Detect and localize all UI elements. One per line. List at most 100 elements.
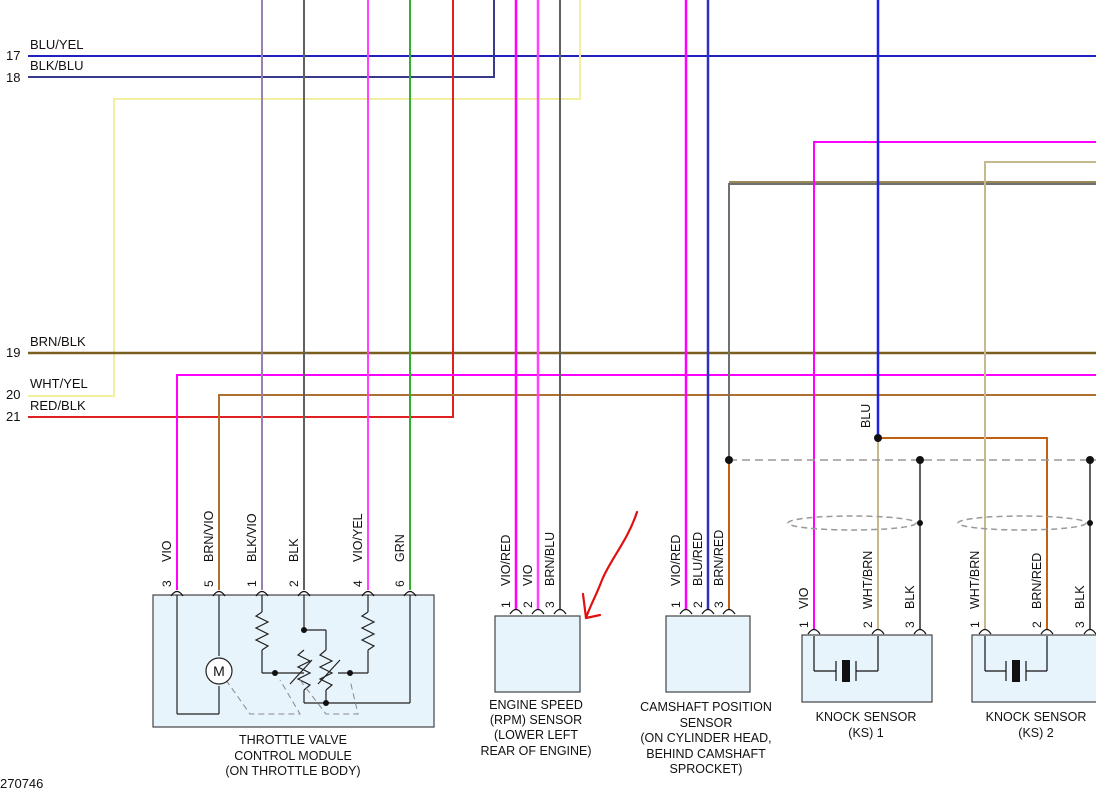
knock2-box — [971, 634, 1096, 703]
cam-caption-5: SPROCKET) — [670, 762, 743, 776]
rpm-caption-1: ENGINE SPEED — [489, 698, 583, 712]
knock2-crystal-symbol — [984, 636, 1048, 681]
throttle-pin-num-3: 1 — [245, 580, 259, 587]
wire-label-21: RED/BLK — [30, 398, 86, 413]
figure-id: 270746 — [0, 776, 43, 791]
wire-ks1-vio — [813, 141, 1096, 630]
rpm-pin-color-3: BRN/BLU — [543, 532, 557, 586]
wire-20-wht-yel — [28, 0, 581, 397]
knock2-pin-num-1: 1 — [968, 621, 982, 628]
cam-pin-num-1: 1 — [669, 601, 683, 608]
wire-18-blk-blu — [28, 0, 495, 78]
junction-label-blu: BLU — [859, 404, 873, 428]
rpm-caption-4: REAR OF ENGINE) — [480, 744, 591, 758]
wire-21-red-blk — [28, 0, 454, 418]
knock2-pin-color-3: BLK — [1073, 585, 1087, 609]
cam-pin-num-3: 3 — [712, 601, 726, 608]
cam-caption-2: SENSOR — [680, 716, 733, 730]
throttle-caption-1: THROTTLE VALVE — [239, 733, 347, 747]
knock1-connector-arcs — [807, 628, 927, 635]
junction-dot-2 — [916, 456, 924, 464]
shield-dot-ks1 — [917, 520, 923, 526]
throttle-pin-num-4: 2 — [287, 580, 301, 587]
knock2-connector-arcs — [978, 628, 1096, 635]
cam-connector-arcs — [679, 608, 736, 615]
throttle-pin-num-6: 6 — [393, 580, 407, 587]
rpm-caption-3: (LOWER LEFT — [494, 728, 578, 742]
throttle-pin-num-5: 4 — [351, 580, 365, 587]
rpm-pin-num-3: 3 — [543, 601, 557, 608]
throttle-mech-link — [225, 679, 359, 715]
junction-dot-3 — [1086, 456, 1094, 464]
knock1-pin-num-2: 2 — [861, 621, 875, 628]
cam-pin-num-2: 2 — [691, 601, 705, 608]
throttle-caption-2: CONTROL MODULE — [234, 749, 352, 763]
wire-num-20: 20 — [6, 387, 20, 402]
wire-num-18: 18 — [6, 70, 20, 85]
throttle-pin-num-2: 5 — [202, 580, 216, 587]
rpm-caption-2: (RPM) SENSOR — [490, 713, 582, 727]
wire-num-19: 19 — [6, 345, 20, 360]
rpm-connector-arcs — [509, 608, 567, 615]
rpm-sensor-box — [494, 615, 581, 693]
annotation-arrow — [584, 510, 639, 620]
wiper-dot-4 — [347, 670, 353, 676]
shield-dot-ks2 — [1087, 520, 1093, 526]
wire-cam-shield-gray — [728, 183, 1096, 460]
throttle-pin-color-4: BLK — [287, 538, 301, 562]
cam-pin-color-2: BLU/RED — [691, 532, 705, 586]
knock1-box — [801, 634, 933, 703]
throttle-pin-color-1: VIO — [160, 540, 174, 562]
throttle-pin-color-3: BLK/VIO — [245, 513, 259, 562]
cam-caption-4: BEHIND CAMSHAFT — [646, 747, 766, 761]
junction-dot-blu — [874, 434, 882, 442]
throttle-module-box — [152, 594, 435, 728]
knock1-caption-2: (KS) 1 — [848, 726, 883, 740]
wiper-dot-1 — [272, 670, 278, 676]
knock1-pin-color-1: VIO — [797, 587, 811, 609]
knock1-pin-num-3: 3 — [903, 621, 917, 628]
shield-ellipse-ks1 — [787, 515, 917, 531]
cam-caption-1: CAMSHAFT POSITION — [640, 700, 772, 714]
knock2-pin-num-2: 2 — [1030, 621, 1044, 628]
throttle-pin-color-2: BRN/VIO — [202, 510, 216, 562]
knock2-caption-1: KNOCK SENSOR — [986, 710, 1087, 724]
wire-label-20: WHT/YEL — [30, 376, 88, 391]
wire-ks2-wht-brn — [984, 161, 1096, 630]
knock2-pin-color-1: WHT/BRN — [968, 551, 982, 609]
knock1-crystal — [842, 660, 850, 682]
throttle-internal-circuit — [176, 595, 411, 715]
wiper-dot-3 — [323, 700, 329, 706]
wire-brn-vio-loop — [218, 394, 1096, 590]
motor-letter: M — [213, 663, 225, 679]
throttle-connector-arcs — [170, 590, 417, 597]
junction-dot-1 — [725, 456, 733, 464]
knock2-caption-2: (KS) 2 — [1018, 726, 1053, 740]
throttle-caption-3: (ON THROTTLE BODY) — [225, 764, 360, 778]
wire-label-18: BLK/BLU — [30, 58, 83, 73]
rpm-pin-color-2: VIO — [521, 564, 535, 586]
knock1-pin-color-2: WHT/BRN — [861, 551, 875, 609]
knock1-caption-1: KNOCK SENSOR — [816, 710, 917, 724]
wiper-dot-2 — [301, 627, 307, 633]
motor-symbol — [205, 657, 233, 685]
wire-num-17: 17 — [6, 48, 20, 63]
rpm-pin-color-1: VIO/RED — [499, 535, 513, 586]
knock1-pin-num-1: 1 — [797, 621, 811, 628]
wire-label-19: BRN/BLK — [30, 334, 86, 349]
cam-pin-color-3: BRN/RED — [712, 530, 726, 586]
knock2-pin-color-2: BRN/RED — [1030, 553, 1044, 609]
wire-label-17: BLU/YEL — [30, 37, 83, 52]
cam-pin-color-1: VIO/RED — [669, 535, 683, 586]
cam-sensor-box — [665, 615, 751, 693]
wire-vio-upper-loop — [176, 374, 1096, 590]
knock2-crystal — [1012, 660, 1020, 682]
rpm-pin-num-2: 2 — [521, 601, 535, 608]
throttle-pin-num-1: 3 — [160, 580, 174, 587]
wire-orange-to-ks2 — [878, 437, 1048, 630]
throttle-pin-color-6: GRN — [393, 534, 407, 562]
cam-caption-3: (ON CYLINDER HEAD, — [640, 731, 771, 745]
knock1-crystal-symbol — [813, 636, 879, 681]
throttle-pin-color-5: VIO/YEL — [351, 513, 365, 562]
